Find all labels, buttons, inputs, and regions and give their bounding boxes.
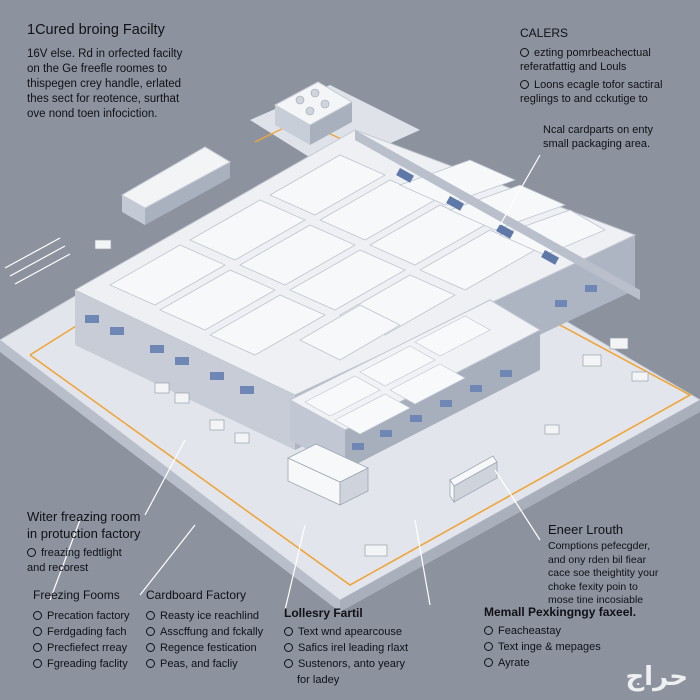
callout-leader-lines [49,154,541,611]
list-item-cont: and recorest [27,562,89,574]
legend-item: Text inge & mepages [484,639,636,655]
list-item-cont: reglings to and cckutige to [520,93,648,105]
aux-building-wall-right [145,162,230,225]
callout-line: 16V else. Rd in orfected facilty [27,48,183,60]
utility-building-wall [275,105,310,145]
back-wall-windows [396,167,559,265]
callout-packaging-note: Ncal cardparts on enty small packaging a… [543,123,693,151]
callout-line: thispegen crey handle, erlated [27,78,182,90]
list-item: Loons ecagle tofor sactiral [520,78,690,92]
callout-title: Eneer Lrouth [548,522,624,537]
rooftop-vents [295,88,330,116]
callout-line: mose tine incosiable [548,594,644,606]
legend-item: Text wnd apearcouse [284,624,408,640]
circle-bullet-icon [520,47,529,57]
circle-bullet-icon [484,657,493,667]
legend-title: Cardboard Factory [146,588,247,602]
callout-line: and ony rden bil fiear [548,553,647,566]
legend-title: Memall Pexkingngy faxeel. [484,605,637,619]
legend-packaging: Memall Pexkingngy faxeel. Feacheastay Te… [484,605,636,671]
list-item: ezting pomrbeachectual [520,46,690,60]
aux-building-roof [120,146,232,209]
callout-line: on the Ge freefle roomes to [27,63,167,75]
legend-item: Safics irel leading rlaxt [284,640,408,656]
callout-curing-facility: 1Cured broing Facilty 16V else. Rd in or… [27,22,267,122]
legend-item: Reasty ice reachlind [146,608,263,624]
legend-item: Ferdgading fach [33,624,130,640]
legend-item: Sustenors, anto yeary [284,656,408,672]
callout-line: ove nond toen infociction. [27,108,158,120]
callout-line: choke fexity poin to [548,580,638,593]
circle-bullet-icon [146,658,155,668]
legend-item: Feacheastay [484,623,636,639]
ground-plate-edge-right [340,400,700,612]
circle-bullet-icon [146,610,155,620]
callout-title: 1Cured broing Facilty [27,22,165,38]
callout-title: Witer freazing room [27,509,141,524]
legend-item: Fgreading faclity [33,656,130,672]
watermark-logo: حراج [625,662,688,692]
front-block-roof-panels [304,315,491,435]
circle-bullet-icon [484,625,493,635]
circle-bullet-icon [520,79,529,89]
legend-item: Peas, and facliy [146,656,263,672]
parked-vans [94,239,649,557]
legend-item: Precfiefect rreay [33,640,130,656]
circle-bullet-icon [146,642,155,652]
note-line: small packaging area. [543,138,651,150]
circle-bullet-icon [284,626,293,636]
circle-bullet-icon [33,610,42,620]
warehouse-wall-left [75,290,295,450]
legend-item: Regence festication [146,640,263,656]
truck-right [449,455,498,504]
legend-title: Lollesry Fartil [284,606,363,620]
roof-panels [109,154,606,361]
legend-title: Freezing Fooms [33,588,120,602]
callout-line: thes sect for reotence, surthat [27,93,180,105]
ground-plate-edge [0,340,340,612]
note-line: Ncal cardparts on enty [543,124,654,136]
warehouse-windows [85,285,597,450]
circle-bullet-icon [27,547,36,557]
legend-cardboard-factory: Cardboard Factory Reasty ice reachlind A… [146,588,263,672]
circle-bullet-icon [484,641,493,651]
legend-freezing-rooms: Freezing Fooms Precation factory Ferdgad… [33,588,130,672]
utility-building-roof [273,81,354,126]
circle-bullet-icon [33,642,42,652]
circle-bullet-icon [33,658,42,668]
circle-bullet-icon [284,642,293,652]
callout-energy: Eneer Lrouth Comptions pefecgder, and on… [548,522,698,608]
legend-logistics: Lollesry Fartil Text wnd apearcouse Safi… [284,606,408,688]
callout-title: CALERS [520,26,569,40]
list-item: freazing fedtlight [27,546,207,561]
callout-title: in protuction factory [27,526,141,541]
callout-line: cace soe theightity your [548,567,659,579]
parking-stripes [4,237,71,285]
legend-item: Ayrate [484,655,636,671]
legend-item: Asscffung and fckally [146,624,263,640]
callout-line: Comptions pefecgder, [548,540,651,552]
callout-calers: CALERS ezting pomrbeachectual referatfat… [520,26,690,106]
circle-bullet-icon [33,626,42,636]
truck-front [287,443,369,506]
aux-building-wall [122,195,145,225]
circle-bullet-icon [284,658,293,668]
legend-item-cont: for ladey [297,674,340,686]
utility-building-wall-right [310,102,352,145]
circle-bullet-icon [146,626,155,636]
callout-freezing-room: Witer freazing room in protuction factor… [27,508,207,576]
back-wall [355,130,640,300]
legend-item: Precation factory [33,608,130,624]
list-item-cont: referatfattig and Louls [520,61,627,73]
